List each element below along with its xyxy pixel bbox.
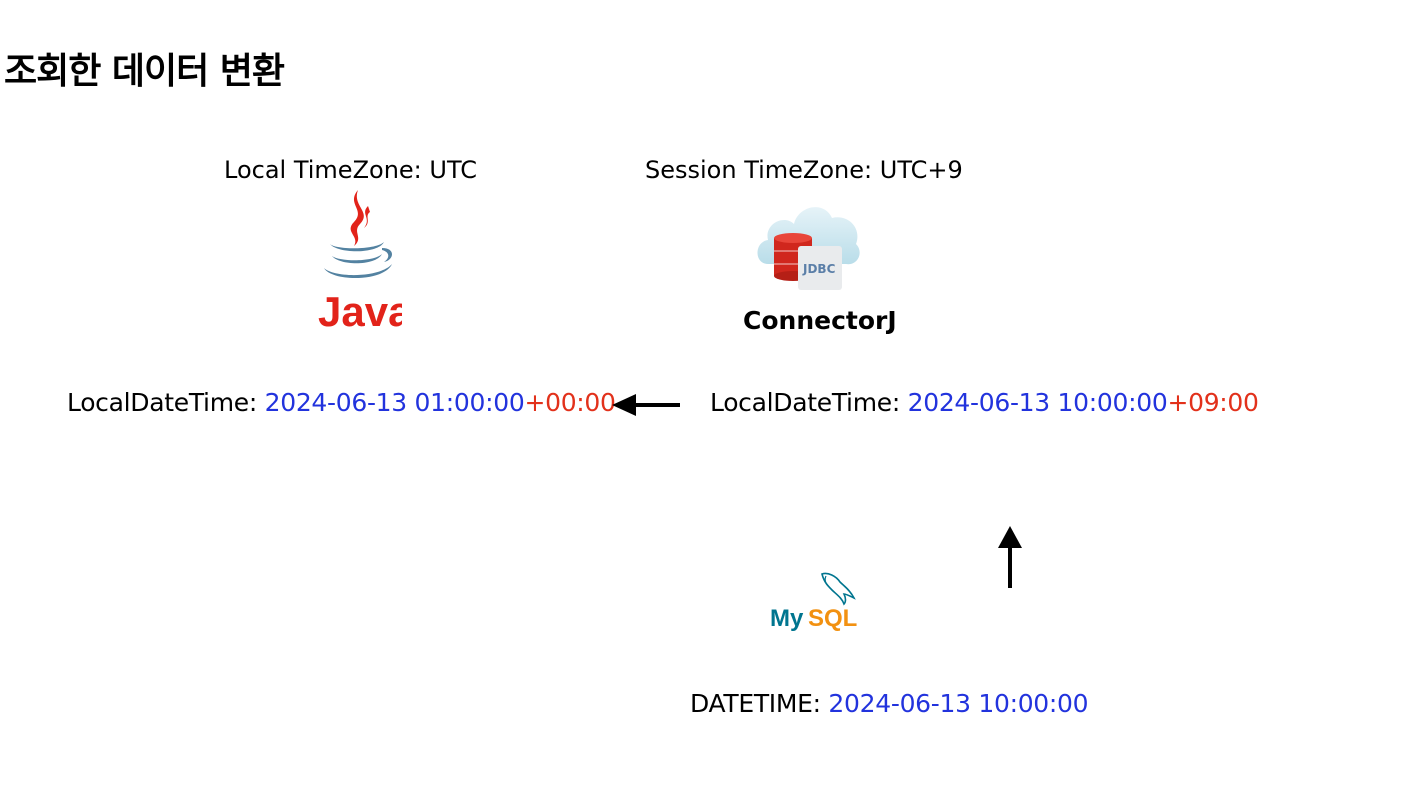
jdbc-database-logo: JDBC xyxy=(757,207,860,290)
session-timezone-label: Session TimeZone: UTC+9 xyxy=(645,156,963,184)
java-cup-handle xyxy=(382,248,392,262)
mysql-datetime: DATETIME: 2024-06-13 10:00:00 xyxy=(690,689,1089,718)
arrow-left-icon xyxy=(612,394,680,416)
connector-ldt-offset: +09:00 xyxy=(1167,388,1259,417)
connector-localdatetime: LocalDateTime: 2024-06-13 10:00:00+09:00 xyxy=(710,388,1259,417)
java-ldt-offset: +00:00 xyxy=(524,388,616,417)
java-logo: Java xyxy=(318,190,402,334)
java-steam-small xyxy=(364,206,370,228)
connectorj-label: ConnectorJ xyxy=(743,306,897,335)
connector-ldt-value: 2024-06-13 10:00:00 xyxy=(907,388,1168,417)
java-timezone-label: Local TimeZone: UTC xyxy=(224,156,477,184)
mysql-dolphin-logo: My SQL xyxy=(770,572,857,632)
java-cup-line xyxy=(332,254,382,264)
mysql-wordmark-sql: SQL xyxy=(808,605,857,632)
mysql-wordmark-my: My xyxy=(770,605,804,632)
jdbc-badge xyxy=(798,246,842,290)
java-cup-line xyxy=(324,264,392,279)
java-cup-line xyxy=(330,242,384,252)
java-steam xyxy=(350,190,364,246)
page-title: 조회한 데이터 변환 xyxy=(4,51,285,92)
mysql-dt-label: DATETIME: xyxy=(690,689,829,718)
java-localdatetime: LocalDateTime: 2024-06-13 01:00:00+00:00 xyxy=(67,388,616,417)
java-wordmark: Java xyxy=(318,288,402,334)
java-ldt-label: LocalDateTime: xyxy=(67,388,265,417)
java-ldt-value: 2024-06-13 01:00:00 xyxy=(264,388,525,417)
connector-ldt-label: LocalDateTime: xyxy=(710,388,908,417)
jdbc-badge-text: JDBC xyxy=(802,262,836,276)
arrow-up-icon xyxy=(998,526,1022,588)
dolphin-shape xyxy=(821,572,856,606)
mysql-dt-value: 2024-06-13 10:00:00 xyxy=(828,689,1089,718)
